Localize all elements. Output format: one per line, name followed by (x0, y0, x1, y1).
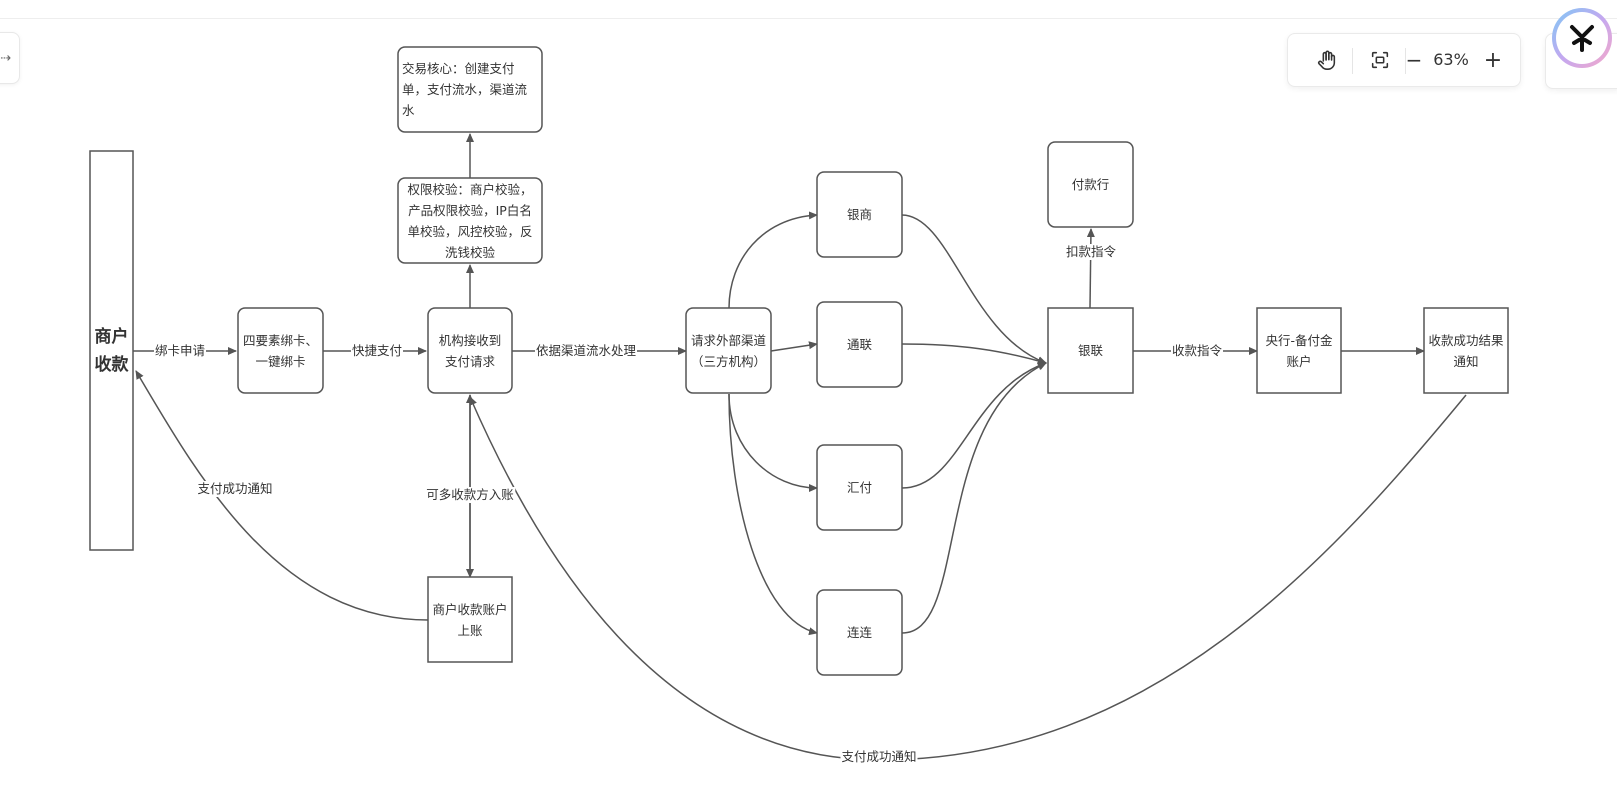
node-external-channel[interactable]: 请求外部渠道 （三方机构） (690, 332, 766, 369)
node-bind-card[interactable]: 四要素绑卡、 一键绑卡 (242, 332, 318, 369)
node-yinshang-box (816, 171, 903, 258)
node-payer-bank[interactable]: 付款行 (1071, 177, 1110, 192)
edge-tonglian-to-unionpay (901, 343, 1047, 365)
node-central-bank[interactable]: 央行-备付金账户 (1265, 332, 1333, 369)
toolbar-divider (1352, 48, 1353, 74)
hand-icon (1317, 50, 1336, 70)
node-unionpay[interactable]: 银联 (1077, 343, 1103, 358)
node-tonglian[interactable]: 通联 (846, 337, 872, 352)
fit-screen-button[interactable] (1367, 47, 1393, 73)
node-merchant[interactable]: 商户 收款 (94, 326, 129, 375)
node-merchant-account[interactable]: 商户收款账户 上账 (432, 601, 508, 638)
node-central-bank-box (1256, 307, 1342, 394)
edge-account-to-merchant (135, 370, 429, 621)
node-trade-core[interactable]: 交易核心：创建支付单，支付流水，渠道流水 (402, 61, 528, 118)
edge-channel-to-yinshang (728, 211, 818, 309)
zoom-in-button[interactable]: + (1480, 47, 1506, 73)
edge-channel-to-tonglian (770, 341, 818, 352)
node-auth-check-box (397, 177, 543, 264)
node-result-notice-box (1423, 307, 1509, 394)
edge-label-pay-success-bottom[interactable]: 支付成功通知 (840, 749, 918, 765)
node-receive-request[interactable]: 机构接收到 支付请求 (438, 332, 502, 369)
node-merchant-box (89, 150, 134, 551)
edge-label-channel-flow[interactable]: 依据渠道流水处理 (534, 343, 638, 359)
edge-unionpay-to-payer (1086, 228, 1095, 309)
edge-yinshang-to-unionpay (901, 214, 1047, 364)
node-payer-bank-box (1047, 141, 1134, 228)
logo-inner (1556, 12, 1608, 64)
edge-channel-to-huifu (728, 393, 818, 492)
logo-icon (1570, 25, 1594, 52)
plus-icon: + (1483, 47, 1503, 73)
node-lianlian[interactable]: 连连 (846, 625, 872, 640)
arrow-right-icon: ⇢ (0, 50, 11, 66)
node-yinshang[interactable]: 银商 (846, 207, 872, 222)
node-bind-card-box (237, 307, 324, 394)
edge-label-quick-pay[interactable]: 快捷支付 (350, 343, 404, 359)
edge-label-debit-cmd[interactable]: 扣款指令 (1064, 244, 1118, 260)
node-auth-check[interactable]: 权限校验：商户校验，产品权限校验，IP白名单校验，风控校验，反洗钱校验 (407, 181, 533, 260)
edge-label-multi-account[interactable]: 可多收款方入账 (425, 487, 515, 503)
node-tonglian-box (816, 301, 903, 388)
node-huifu[interactable]: 汇付 (846, 480, 872, 495)
edge-label-bind-apply[interactable]: 绑卡申请 (153, 343, 207, 359)
edge-label-collect-cmd[interactable]: 收款指令 (1170, 343, 1224, 359)
node-merchant-account-box (427, 576, 513, 663)
node-external-channel-box (685, 307, 772, 394)
hand-tool-button[interactable] (1314, 47, 1340, 73)
toolbar-divider (1405, 48, 1406, 74)
edge-channel-to-lianlian (728, 393, 818, 636)
zoom-level[interactable]: 63% (1433, 50, 1469, 69)
edge-huifu-to-unionpay (901, 361, 1047, 489)
edge-lianlian-to-unionpay (901, 362, 1047, 634)
edge-label-pay-success-left[interactable]: 支付成功通知 (196, 481, 274, 497)
node-result-notice[interactable]: 收款成功结果 通知 (1428, 332, 1504, 369)
node-lianlian-box (816, 589, 903, 676)
node-huifu-box (816, 444, 903, 531)
canvas-toolbar: − 63% + (1287, 33, 1521, 87)
fit-screen-icon (1371, 51, 1389, 69)
top-divider (0, 18, 1617, 19)
edge-result-to-receive (469, 394, 1467, 761)
minus-icon: − (1405, 48, 1423, 72)
zoom-out-button[interactable]: − (1401, 47, 1427, 73)
node-receive-request-box (427, 307, 513, 394)
app-logo[interactable] (1552, 8, 1612, 68)
node-trade-core-box (397, 46, 543, 133)
node-unionpay-box (1047, 307, 1134, 394)
collapse-panel-tab[interactable]: ⇢ (0, 32, 20, 84)
